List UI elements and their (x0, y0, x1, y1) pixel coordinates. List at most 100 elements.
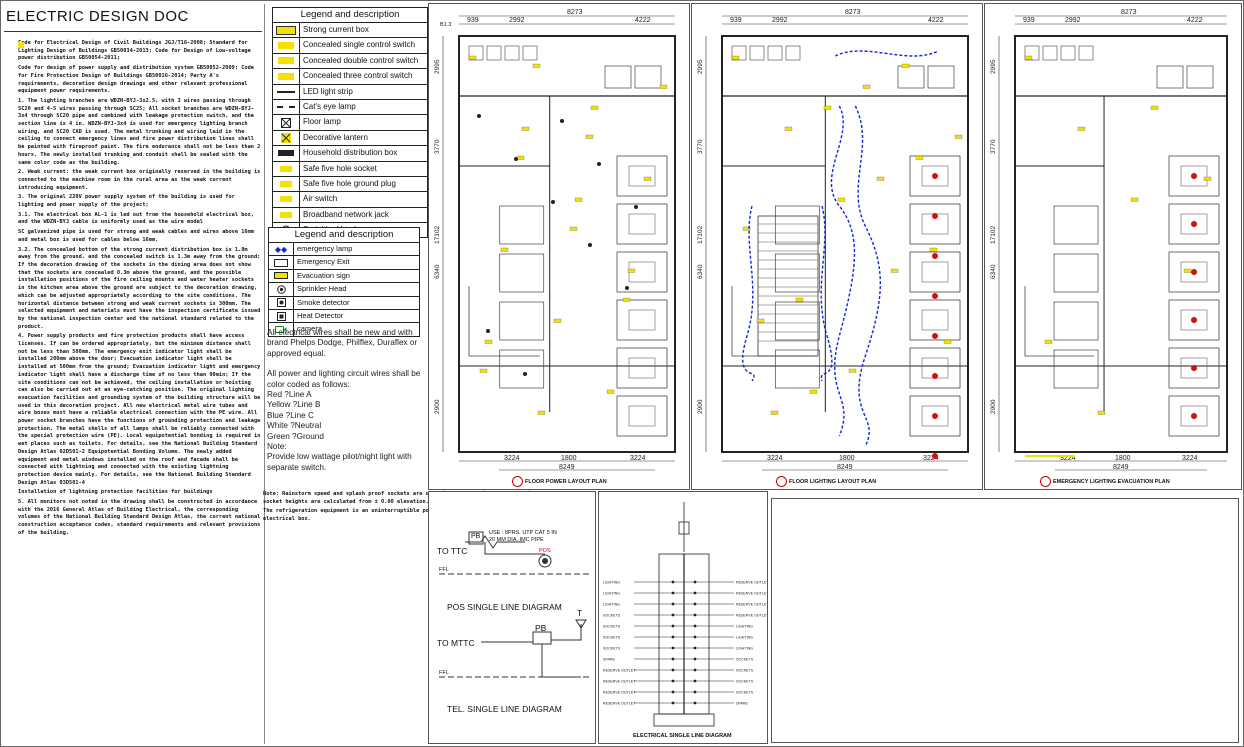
yellow-symbol (770, 410, 779, 415)
yellow-symbol (901, 63, 910, 68)
wire-notes: All electrical wires shall be new and wi… (267, 328, 427, 473)
circuit-label: SOCKETS (603, 647, 621, 651)
yellow-symbol (823, 105, 832, 110)
wiring-path (854, 105, 882, 447)
legend-row: Safe five hole ground plug (273, 176, 427, 193)
color-code-white: White ?Neutral (267, 421, 322, 431)
booth (1168, 155, 1220, 197)
tel-t: T (577, 608, 583, 618)
breaker (671, 624, 675, 628)
legend-label: Concealed three control switch (303, 71, 413, 81)
legend-label: Cat's eye lamp (303, 101, 356, 111)
yellow-symbol (532, 63, 541, 68)
dimension-label: 3224 (504, 455, 520, 462)
note-label: Note: (267, 442, 287, 452)
yellow-symbol (553, 318, 562, 323)
fixture (522, 45, 538, 61)
legend-row: Concealed single control switch (273, 38, 427, 54)
legend-row: Safe five hole socket (273, 161, 427, 177)
breaker (671, 646, 675, 650)
booth (909, 347, 961, 389)
note-paragraph: SC galvanized pipe is used for strong an… (18, 229, 254, 243)
socket-symbol (477, 114, 481, 118)
legend-row: Cat's eye lamp (273, 99, 427, 116)
note-paragraph: 3. The original 220V power supply system… (18, 194, 235, 209)
single-switch-icon (273, 38, 300, 53)
table (628, 357, 656, 379)
ground-plug-icon (273, 176, 300, 192)
table (921, 261, 949, 283)
yellow-symbol (484, 339, 493, 344)
dimension-label: 1800 (561, 455, 577, 462)
dimension-label: 8273 (1121, 9, 1137, 16)
dimension-label: 2995 (434, 59, 441, 74)
dimension-label: 2900 (697, 399, 704, 414)
dimension-label: 2992 (1065, 17, 1081, 24)
panel-base (653, 713, 715, 727)
network-jack-icon (273, 207, 300, 223)
socket-symbol (625, 286, 629, 290)
breaker (693, 602, 697, 606)
dimension-label: 1800 (839, 455, 855, 462)
yellow-symbol (622, 297, 631, 302)
heat-detector-icon (269, 309, 294, 323)
circuit-label: SOCKETS (603, 636, 621, 640)
fixture (767, 45, 783, 61)
page-title: ELECTRIC DESIGN DOC (6, 8, 189, 25)
pos-diagram-title: POS SINGLE LINE DIAGRAM (447, 602, 562, 612)
tel-diagram-title: TEL. SINGLE LINE DIAGRAM (447, 704, 562, 714)
detector-symbol (1191, 221, 1197, 227)
legend-label: camera (297, 324, 323, 334)
socket-symbol (560, 119, 564, 123)
socket-symbol (514, 157, 518, 161)
yellow-symbol (516, 155, 525, 160)
breaker (671, 690, 675, 694)
dimension-label: 8273 (567, 9, 583, 16)
yellow-symbol (585, 134, 594, 139)
table (1180, 213, 1208, 235)
circuit-label: RESERVE OUTLET (736, 603, 768, 607)
wiring-path (835, 50, 939, 57)
socket-notes: Note: Rainstorm speed and splash proof s… (263, 491, 595, 525)
legend-header: Legend and description (269, 228, 419, 243)
legend-label: Safe five hole ground plug (303, 178, 396, 188)
led-strip-icon (273, 84, 300, 99)
outer-wall (1014, 35, 1228, 453)
tel-pb: PB (535, 623, 547, 633)
legend-row: ◆◆emergency lamp (269, 243, 419, 257)
note-paragraph: Code for Electrical Design of Civil Buil… (18, 40, 251, 62)
circuit-label: SOCKETS (736, 680, 754, 684)
legend-label: Broadband network jack (303, 209, 389, 219)
legend-label: LED light strip (303, 86, 353, 96)
booth (1168, 203, 1220, 245)
dimension-label: 4222 (1187, 17, 1203, 24)
booth (774, 253, 820, 293)
fixture (486, 45, 502, 61)
circuit-label: RESERVE OUTLET (736, 592, 768, 596)
circuit-label: RESERVE OUTLET (603, 680, 636, 684)
legend-row: Floor lamp (273, 115, 427, 131)
room-label: B1.3 (440, 22, 452, 28)
tel-ffl: FFL (439, 670, 449, 676)
fixture (1156, 65, 1184, 89)
dimension-label: 3770 (434, 139, 441, 154)
booth (1053, 253, 1099, 293)
breaker (693, 690, 697, 694)
lamp-symbol (932, 293, 938, 299)
breaker (693, 635, 697, 639)
meter (678, 521, 690, 535)
yellow-symbol (627, 268, 636, 273)
pos-ffl: FFL (439, 567, 449, 573)
yellow-symbol (890, 268, 899, 273)
booth (616, 155, 668, 197)
socket-symbol (634, 205, 638, 209)
circuit-label: LIGHTING (603, 581, 620, 585)
yellow-symbol (943, 339, 952, 344)
socket-symbol (551, 200, 555, 204)
circuit-label: LIGHTING (603, 603, 620, 607)
note-paragraph: Note: Rainstorm speed and splash proof s… (263, 491, 579, 505)
fixture (1042, 45, 1058, 61)
legend-row: Broadband network jack (273, 207, 427, 224)
